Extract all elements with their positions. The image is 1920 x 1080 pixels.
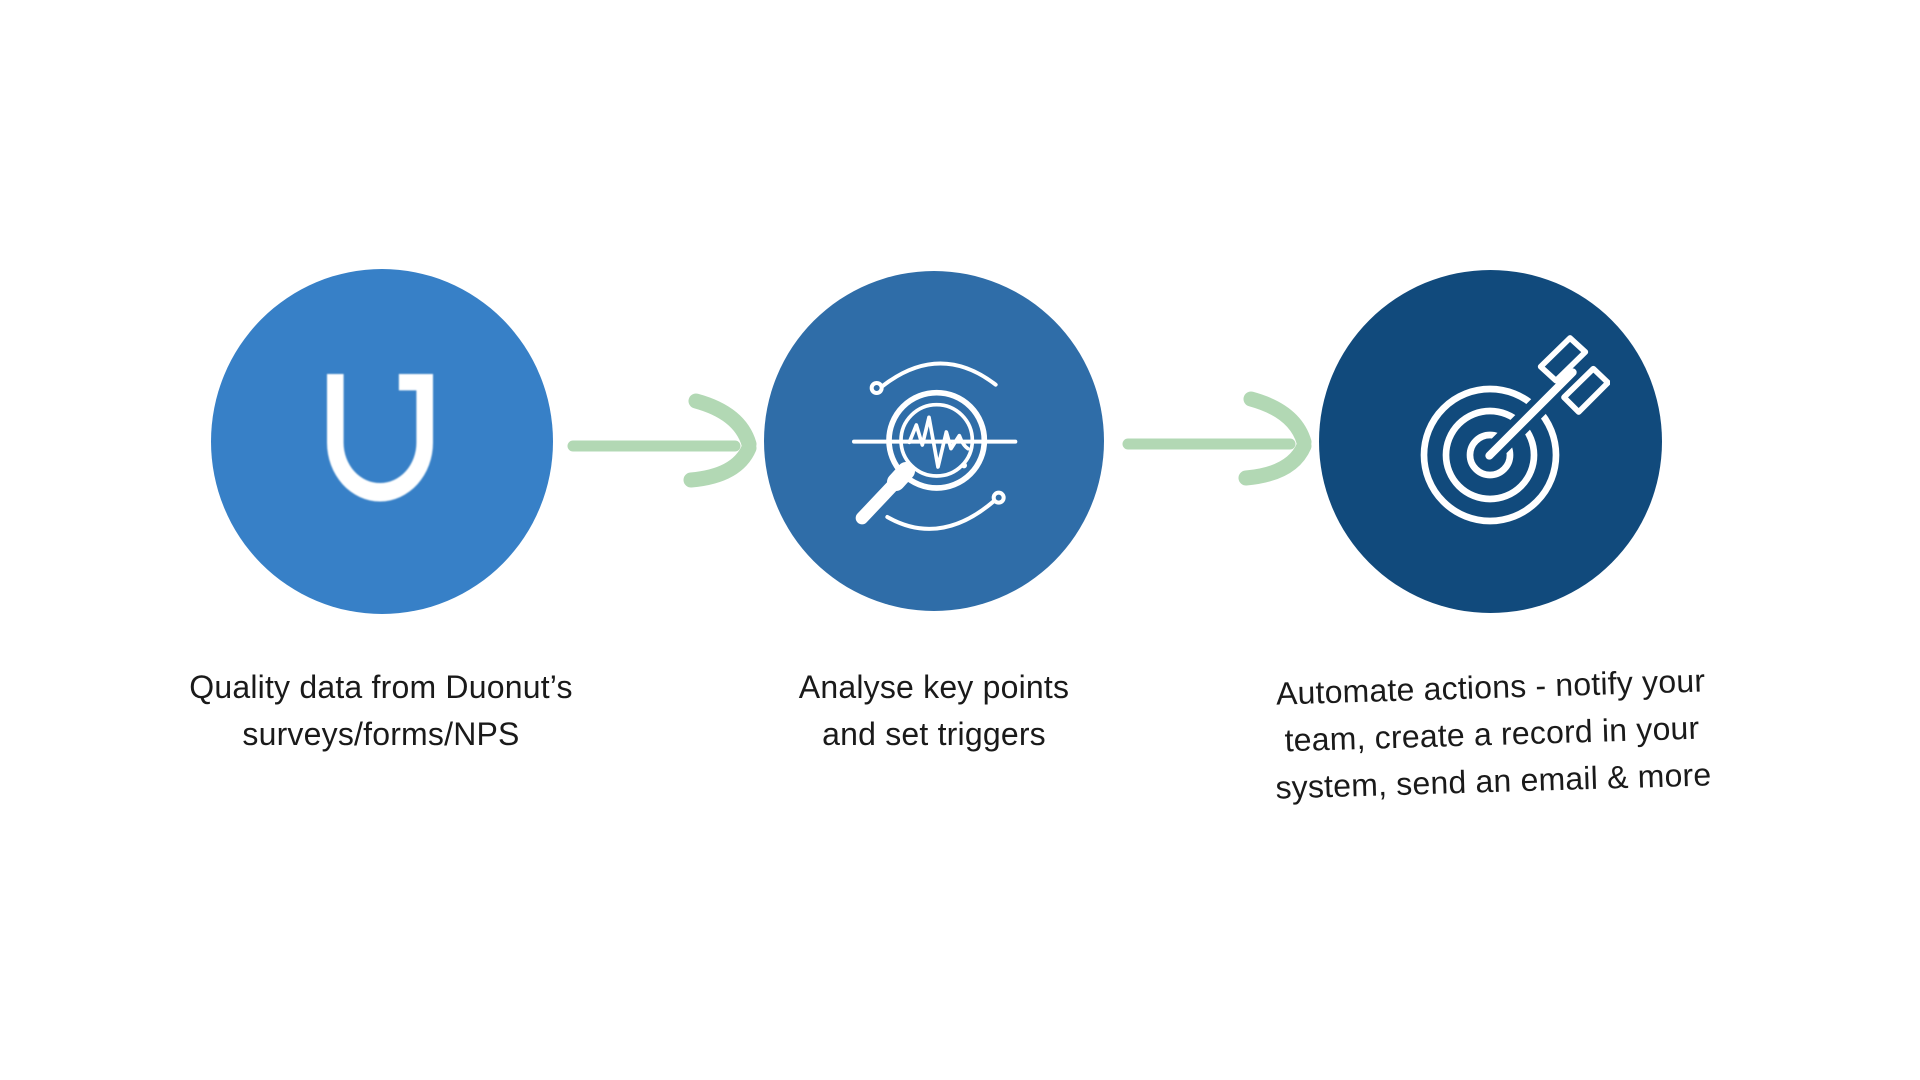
- analysis-magnifier-icon: [852, 361, 1018, 531]
- step-circle-duonut: [211, 269, 553, 614]
- caption-line: Analyse key points: [798, 669, 1070, 705]
- caption-line: surveys/forms/NPS: [242, 716, 520, 752]
- duonut-logo-icon: [327, 374, 433, 502]
- caption-automate: Automate actions - notify your team, cre…: [1210, 655, 1774, 813]
- caption-analyse: Analyse key points and set triggers: [654, 664, 1214, 758]
- step-circle-automate: [1319, 270, 1662, 613]
- caption-line: and set triggers: [822, 716, 1046, 752]
- caption-line: Quality data from Duonut’s: [189, 669, 573, 705]
- step-circle-analyse: [764, 271, 1104, 611]
- target-dart-icon: [1420, 335, 1610, 525]
- caption-duonut: Quality data from Duonut’s surveys/forms…: [101, 664, 661, 758]
- flow-arrow-icon: [1122, 391, 1312, 486]
- flow-arrow-icon: [567, 393, 757, 488]
